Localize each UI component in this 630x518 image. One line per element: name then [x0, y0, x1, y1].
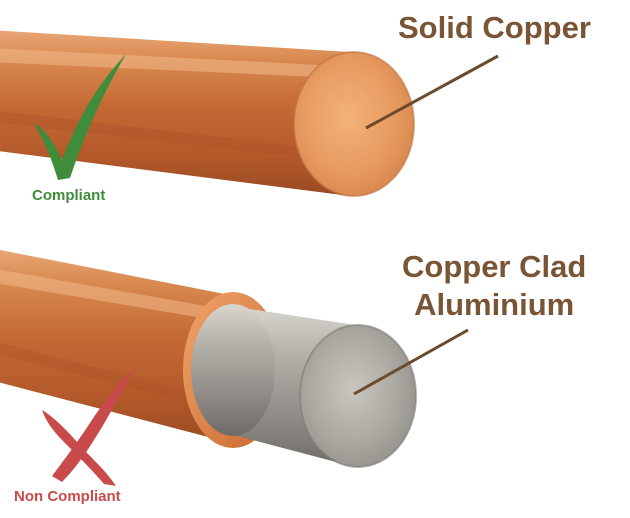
copper-clad-aluminium-label: Copper Clad Aluminium [402, 248, 586, 324]
cross-mark-icon [42, 368, 134, 486]
non-compliant-status-label: Non Compliant [14, 488, 121, 505]
clad-label-line-2: Aluminium [414, 287, 575, 322]
solid-copper-pointer-line [365, 54, 499, 130]
aluminium-core-face [300, 325, 416, 467]
clad-label-line-1: Copper Clad [402, 249, 587, 284]
solid-copper-face [294, 52, 414, 196]
compliant-status-label: Compliant [32, 187, 106, 204]
copper-clad-aluminium-cable [0, 249, 417, 468]
solid-copper-label: Solid Copper [398, 10, 591, 45]
check-mark-icon [34, 54, 126, 180]
clad-aluminium-pointer-line [353, 328, 469, 396]
